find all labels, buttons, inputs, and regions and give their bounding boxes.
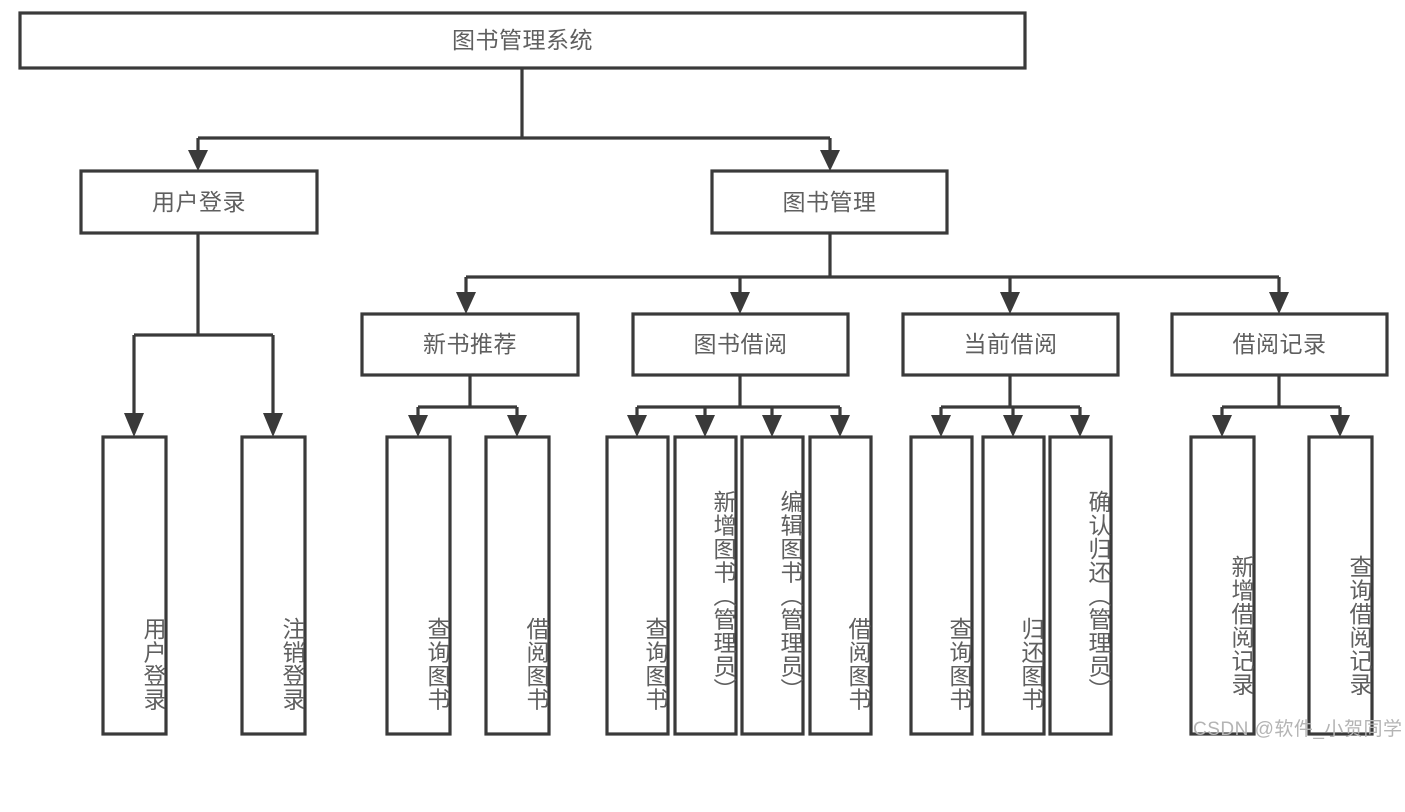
leaf-box-leaf-user-login[interactable] bbox=[101, 435, 168, 736]
leaf-box-leaf-query-book-1[interactable] bbox=[385, 435, 452, 736]
node-box-book-borrow[interactable] bbox=[631, 312, 850, 377]
diagram-svg bbox=[18, 11, 1389, 736]
leaf-box-leaf-query-book-3[interactable] bbox=[909, 435, 974, 736]
leaf-box-leaf-query-record[interactable] bbox=[1307, 435, 1374, 736]
leaf-box-leaf-add-book[interactable] bbox=[673, 435, 738, 736]
connector-book-management-to-level3 bbox=[456, 233, 1289, 314]
connector-user-login-to-leaves bbox=[124, 233, 283, 437]
node-box-current-borrow[interactable] bbox=[901, 312, 1120, 377]
leaf-box-leaf-return-book[interactable] bbox=[981, 435, 1046, 736]
diagram-canvas: 图书管理系统 用户登录 图书管理 新书推荐 图书借阅 当前借阅 借阅记录 用户登… bbox=[18, 11, 1403, 740]
leaf-box-leaf-edit-book[interactable] bbox=[740, 435, 805, 736]
leaf-box-leaf-borrow-book-1[interactable] bbox=[484, 435, 551, 736]
node-box-user-login[interactable] bbox=[79, 169, 319, 235]
node-box-book-management[interactable] bbox=[710, 169, 949, 235]
leaf-box-leaf-logout[interactable] bbox=[240, 435, 307, 736]
connector-book-borrow-to-leaves bbox=[627, 375, 850, 437]
connector-current-borrow-to-leaves bbox=[931, 375, 1090, 437]
node-box-root[interactable] bbox=[18, 11, 1027, 70]
connector-borrow-record-to-leaves bbox=[1212, 375, 1350, 437]
csdn-watermark: CSDN @软件_小贺同学 bbox=[1193, 719, 1403, 740]
connector-new-book-recommend-to-leaves bbox=[408, 375, 527, 437]
node-box-new-book-recommend[interactable] bbox=[360, 312, 580, 377]
node-box-borrow-record[interactable] bbox=[1170, 312, 1389, 377]
leaf-box-leaf-add-record[interactable] bbox=[1189, 435, 1256, 736]
leaf-box-leaf-confirm-return[interactable] bbox=[1048, 435, 1113, 736]
leaf-box-leaf-query-book-2[interactable] bbox=[605, 435, 670, 736]
leaf-box-leaf-borrow-book-2[interactable] bbox=[808, 435, 873, 736]
connector-root-to-level2 bbox=[188, 68, 840, 171]
